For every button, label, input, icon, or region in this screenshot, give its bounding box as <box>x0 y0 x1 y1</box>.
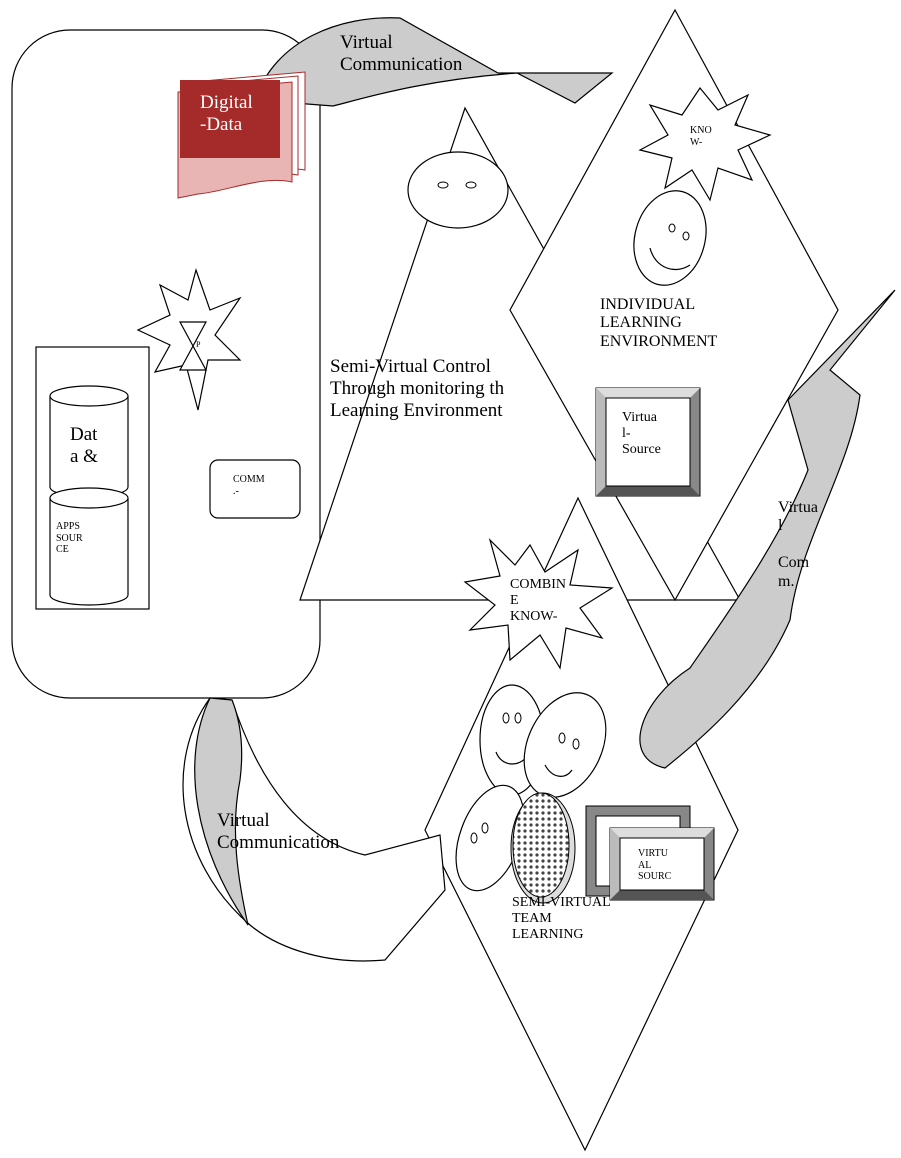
label-data-cylinder: Dat a & <box>70 424 98 467</box>
label-semi-virtual-control: Semi-Virtual Control Through monitoring … <box>330 356 505 421</box>
smiley-face-individual <box>633 190 707 286</box>
label-apps-cylinder: APPS SOUR CE <box>56 521 83 555</box>
comm-box <box>209 459 301 519</box>
smiley-face-top <box>407 151 509 229</box>
label-individual-learning-environment: INDIVIDUAL LEARNING ENVIRONMENT <box>600 296 718 350</box>
virtual-source-box <box>595 387 701 497</box>
label-virtual-source-bottom: VIRTU AL SOURC <box>638 848 672 882</box>
small-burst-icon <box>136 267 242 411</box>
shared-space-oval <box>510 792 576 904</box>
individual-diamond <box>509 8 839 602</box>
label-virtual-communication-top: Virtual Communication <box>340 32 463 75</box>
label-comm-box: COMM .- <box>233 474 265 497</box>
combine-know-burst <box>463 537 614 670</box>
arrow-top <box>254 17 614 107</box>
label-virtual-comm-right: Virtua l Com m. <box>778 499 818 590</box>
book-icon <box>177 71 306 199</box>
label-semi-virtual-team-learning: SEMI-VIRTUAL TEAM LEARNING <box>512 895 611 943</box>
arrow-bottom-left-shade <box>194 697 249 926</box>
label-virtual-communication-bottom: Virtual Communication <box>217 810 340 853</box>
arrow-right <box>639 289 896 769</box>
data-cylinder <box>49 385 129 498</box>
label-digital-data: Digital -Data <box>200 92 253 135</box>
arrow-bottom-left <box>182 697 446 962</box>
smiley-face-team-2 <box>523 692 607 798</box>
label-know-top: KNO W- <box>690 125 712 148</box>
know-burst-top <box>638 86 772 202</box>
label-virtual-source: Virtua l- Source <box>622 410 661 458</box>
apps-cylinder <box>49 487 129 606</box>
virtual-source-box-front <box>609 827 715 901</box>
label-combine-know: COMBIN E KNOW- <box>510 577 567 625</box>
label-small-burst: P <box>196 340 201 349</box>
